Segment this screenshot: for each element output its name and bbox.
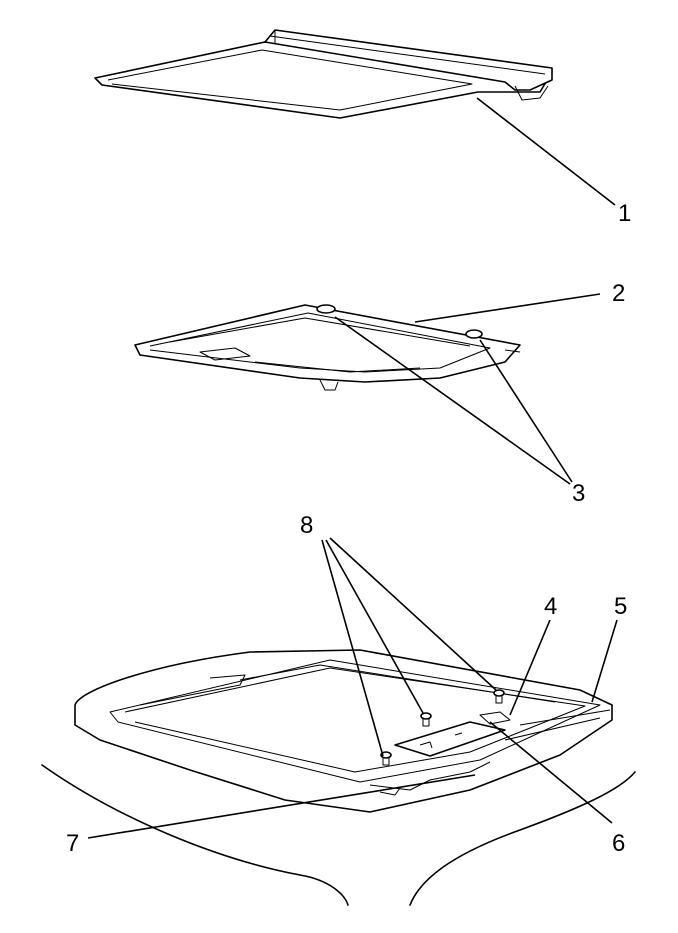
part-1-glass-panel <box>94 29 553 119</box>
callout-3: 3 <box>572 480 586 507</box>
roof-opening-assembly <box>41 649 636 906</box>
callout-7: 7 <box>66 830 80 857</box>
callout-6: 6 <box>612 830 626 857</box>
callout-5: 5 <box>614 593 628 620</box>
bolt-a <box>420 712 432 727</box>
leader-lines <box>87 97 618 839</box>
bolt-c <box>493 689 505 704</box>
bolt-b <box>380 751 392 766</box>
callout-1: 1 <box>618 200 632 227</box>
part-2-frame <box>134 304 521 391</box>
callout-2: 2 <box>612 280 626 307</box>
callout-8: 8 <box>300 512 314 539</box>
callout-4: 4 <box>544 593 558 620</box>
